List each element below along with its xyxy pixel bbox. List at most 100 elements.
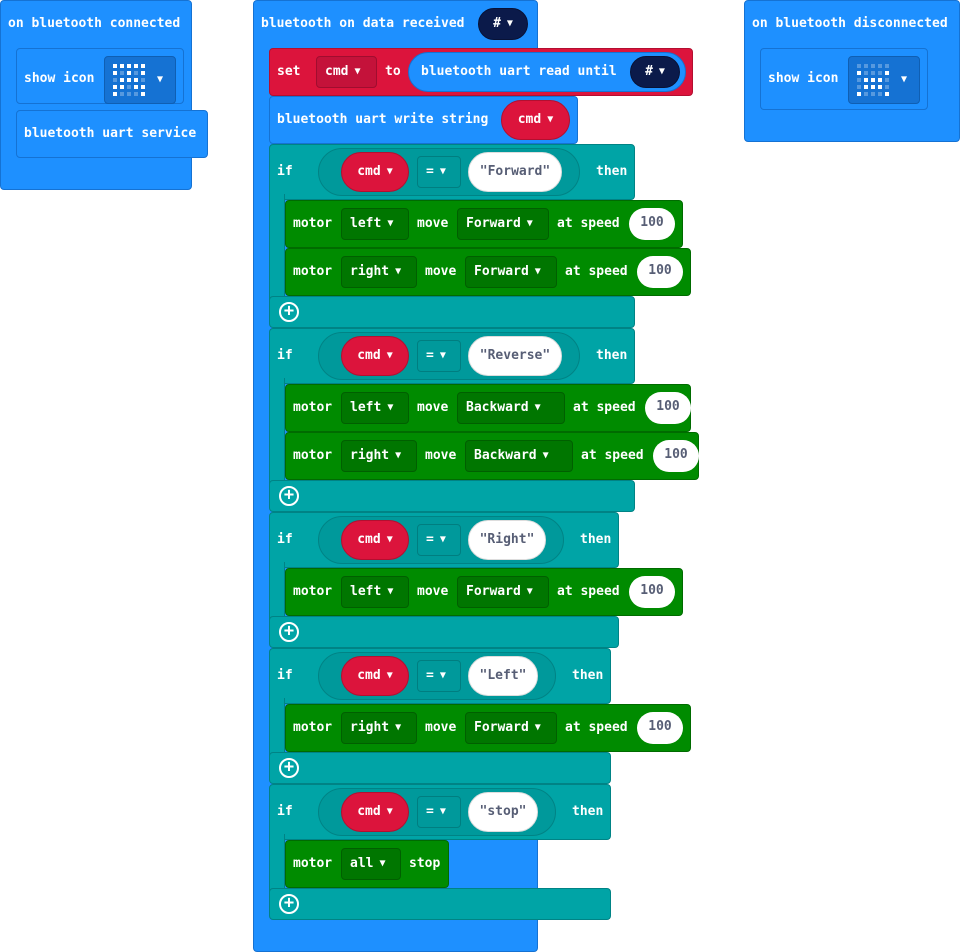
add-else-icon[interactable]: +: [279, 622, 299, 642]
motor-label: motor: [293, 216, 333, 231]
read-until-delimiter-dropdown[interactable]: #▼: [630, 56, 680, 88]
quote-mark: ": [542, 164, 551, 179]
motor-side-dropdown[interactable]: left▼: [341, 392, 409, 424]
if-block-rail: [269, 562, 285, 622]
string-value-input[interactable]: "stop": [468, 792, 538, 832]
chevron-down-icon: ▼: [526, 218, 533, 229]
chevron-down-icon: ▼: [386, 166, 393, 177]
icon-picker-disconnected[interactable]: ▼: [848, 56, 920, 104]
quote-mark: ": [518, 804, 527, 819]
cmd-variable-reporter[interactable]: cmd▼: [341, 520, 409, 560]
motor-direction-dropdown-value: Forward: [466, 216, 521, 231]
cmd-variable-name: cmd: [517, 112, 542, 127]
motor-label: motor: [293, 584, 333, 599]
at-speed-label: at speed: [557, 584, 620, 599]
variable-dropdown[interactable]: cmd ▼: [316, 56, 377, 88]
if-label: if: [277, 532, 293, 547]
if-block-rail: [269, 194, 285, 302]
motor-label: motor: [293, 856, 333, 871]
motor-side-dropdown[interactable]: left▼: [341, 208, 409, 240]
string-value-input[interactable]: "Right": [468, 520, 546, 560]
delimiter-dropdown[interactable]: #▼: [478, 8, 528, 40]
quote-mark: ": [526, 532, 535, 547]
speed-input[interactable]: 100: [645, 392, 691, 424]
motor-side-dropdown[interactable]: right▼: [341, 712, 417, 744]
motor-direction-dropdown[interactable]: Forward ▼: [465, 256, 557, 288]
comparison-operator-dropdown-value: =: [426, 668, 434, 683]
string-value-input[interactable]: "Forward": [468, 152, 562, 192]
motor-direction-dropdown-value: Backward: [474, 448, 537, 463]
string-value-input[interactable]: "Left": [468, 656, 538, 696]
motor-label: motor: [293, 448, 333, 463]
then-label: then: [572, 804, 604, 819]
comparison-operator-dropdown[interactable]: =▼: [417, 660, 461, 692]
bluetooth-uart-service-block[interactable]: [16, 110, 208, 158]
motor-direction-dropdown[interactable]: Forward▼: [457, 576, 549, 608]
move-label: move: [417, 216, 449, 231]
chevron-down-icon: ▼: [534, 722, 541, 733]
motor-side-dropdown[interactable]: right▼: [341, 440, 417, 472]
if-block-rail: [269, 834, 285, 894]
comparison-operator-dropdown[interactable]: =▼: [417, 156, 461, 188]
move-label: move: [425, 720, 457, 735]
motor-direction-dropdown[interactable]: Forward▼: [465, 712, 557, 744]
move-label: move: [417, 400, 449, 415]
motor-direction-dropdown-value: Forward: [474, 264, 529, 279]
move-label: move: [417, 584, 449, 599]
motor-side-dropdown-value: left: [350, 584, 382, 599]
move-label: move: [425, 448, 457, 463]
speed-input[interactable]: 100: [629, 208, 675, 240]
chevron-down-icon: ▼: [354, 66, 361, 77]
add-else-icon[interactable]: +: [279, 758, 299, 778]
cmd-variable-reporter[interactable]: cmd▼: [341, 792, 409, 832]
if-block-footer: [269, 296, 635, 328]
add-else-icon[interactable]: +: [279, 302, 299, 322]
quote-mark: ": [479, 804, 488, 819]
speed-input[interactable]: 100: [637, 712, 683, 744]
quote-mark: ": [479, 164, 488, 179]
chevron-down-icon: ▼: [387, 586, 394, 597]
motor-side-dropdown-value: left: [350, 216, 382, 231]
at-speed-label: at speed: [565, 264, 628, 279]
variable-name: cmd: [325, 64, 349, 79]
at-speed-label: at speed: [565, 720, 628, 735]
cmd-variable-name: cmd: [357, 668, 381, 683]
chevron-down-icon: ▼: [534, 266, 541, 277]
string-value: stop: [487, 804, 519, 819]
motor-direction-dropdown[interactable]: Forward ▼: [457, 208, 549, 240]
chevron-down-icon: ▼: [526, 586, 533, 597]
quote-mark: ": [479, 348, 488, 363]
comparison-operator-dropdown[interactable]: =▼: [417, 796, 461, 828]
quote-mark: ": [479, 668, 488, 683]
speed-input[interactable]: 100: [653, 440, 699, 472]
motor-stop-target-dropdown[interactable]: all▼: [341, 848, 401, 880]
comparison-operator-dropdown[interactable]: =▼: [417, 340, 461, 372]
comparison-operator-dropdown-value: =: [426, 348, 434, 363]
icon-picker-connected[interactable]: ▼: [104, 56, 176, 104]
motor-side-dropdown[interactable]: left ▼: [341, 576, 409, 608]
chevron-down-icon: ▼: [439, 670, 446, 681]
cmd-variable-reporter[interactable]: cmd▼: [341, 336, 409, 376]
chevron-down-icon: ▼: [439, 350, 446, 361]
cmd-variable-reporter[interactable]: cmd▼: [341, 152, 409, 192]
add-else-icon[interactable]: +: [279, 486, 299, 506]
read-until-delimiter-value: #: [645, 64, 653, 79]
speed-input[interactable]: 100: [637, 256, 683, 288]
string-value: Right: [487, 532, 527, 547]
then-label: then: [572, 668, 604, 683]
comparison-operator-dropdown[interactable]: =▼: [417, 524, 461, 556]
add-else-icon[interactable]: +: [279, 894, 299, 914]
string-value-input[interactable]: "Reverse": [468, 336, 562, 376]
cmd-variable-reporter[interactable]: cmd▼: [341, 656, 409, 696]
if-label: if: [277, 668, 293, 683]
bluetooth-on-data-received-label: bluetooth on data received: [261, 16, 465, 31]
motor-direction-dropdown[interactable]: Backward▼: [465, 440, 573, 472]
cmd-variable-name: cmd: [357, 804, 381, 819]
delimiter-value: #: [493, 16, 501, 31]
motor-direction-dropdown[interactable]: Backward▼: [457, 392, 565, 424]
cmd-variable-reporter[interactable]: cmd▼: [501, 100, 570, 140]
motor-side-dropdown[interactable]: right▼: [341, 256, 417, 288]
chevron-down-icon: ▼: [157, 74, 164, 85]
quote-mark: ": [542, 348, 551, 363]
speed-input[interactable]: 100: [629, 576, 675, 608]
